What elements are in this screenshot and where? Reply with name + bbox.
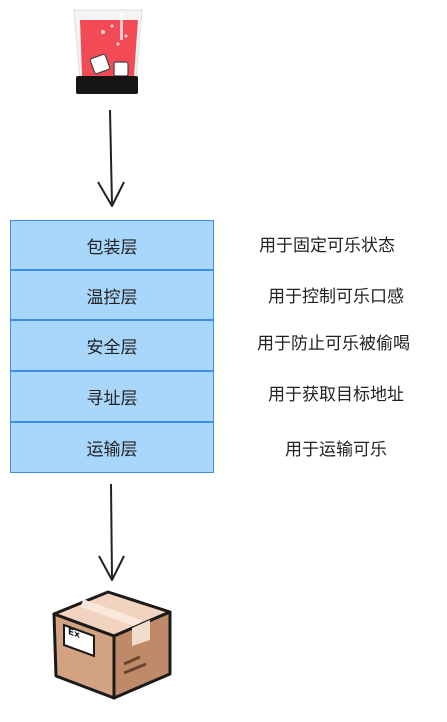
- desc-security: 用于防止可乐被偷喝: [257, 334, 410, 354]
- desc-packaging: 用于固定可乐状态: [259, 236, 395, 256]
- layer-transport: 运输层: [10, 422, 214, 473]
- layer-temperature-label: 温控层: [86, 287, 138, 308]
- layer-transport-label: 运输层: [86, 440, 138, 460]
- layer-addressing-label: 寻址层: [86, 389, 138, 409]
- layer-security: 安全层: [10, 320, 214, 371]
- layer-packaging-label: 包装层: [86, 237, 138, 258]
- desc-temperature: 用于控制可乐口感: [268, 287, 404, 307]
- layer-packaging: 包装层: [10, 220, 214, 270]
- layer-addressing: 寻址层: [10, 371, 214, 422]
- package-label: Ex: [68, 626, 80, 642]
- layer-temperature: 温控层: [10, 270, 214, 320]
- desc-addressing: 用于获取目标地址: [268, 385, 404, 405]
- desc-transport: 用于运输可乐: [285, 440, 387, 460]
- layer-security-label: 安全层: [86, 338, 138, 358]
